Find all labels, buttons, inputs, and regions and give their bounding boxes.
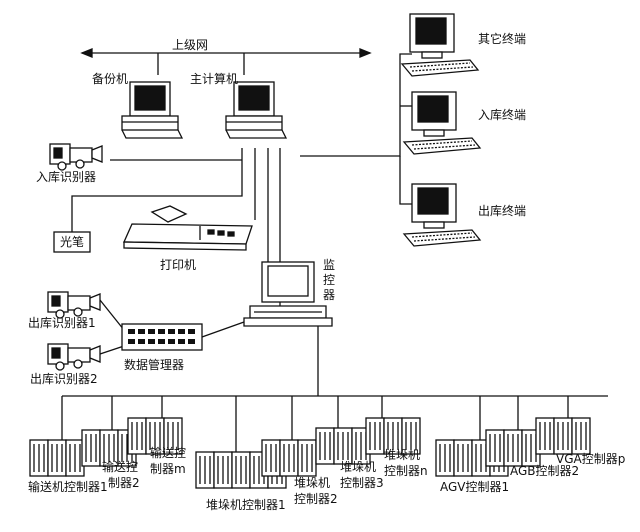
light-pen-label: 光笔 [60,235,85,249]
inbound-identifier [49,143,103,171]
monitor-label: 监控器 [322,258,335,302]
conveyor-controller-2-label-line2: 制器2 [108,476,140,490]
inbound-terminal [403,91,481,155]
printer [123,205,253,251]
stacker-controller-2 [261,439,317,477]
host-computer-label: 主计算机 [190,72,239,86]
outbound-terminal-label: 出库终端 [478,204,527,218]
agb-controller-2 [485,429,541,467]
conveyor-controller-m-label-line1: 输送控 [150,446,187,460]
stacker-controller-1-label: 堆垛机控制器1 [206,498,286,512]
outbound-identifier-2-label: 出库识别器2 [30,372,98,386]
light-pen-box [53,231,91,253]
data-manager [121,323,203,351]
upper-network-label: 上级网 [172,38,209,52]
other-terminal-label: 其它终端 [478,32,527,46]
stacker-controller-3 [315,427,371,465]
monitor-station [243,261,333,327]
arrow-right-icon [359,48,372,58]
backup-computer [121,81,183,139]
outbound-identifier-2 [47,343,101,371]
outbound-identifier-1 [47,291,101,319]
stacker-controller-3-label-line2: 控制器3 [340,476,384,490]
stacker-controller-3-label-line1: 堆垛机 [340,460,377,474]
arrow-left-icon [80,48,93,58]
conveyor-controller-1-label: 输送机控制器1 [28,480,108,494]
stacker-controller-n-label-line1: 堆垛机 [384,448,421,462]
conveyor-controller-2-label-line1: 输送控 [102,460,139,474]
backup-machine-label: 备份机 [92,72,129,86]
outbound-identifier-1-label: 出库识别器1 [28,316,96,330]
conveyor-controller-m-label-line2: 制器m [150,462,186,476]
stacker-controller-2-label-line1: 堆垛机 [294,476,331,490]
agb-controller-2-label: AGB控制器2 [510,464,580,478]
data-manager-label: 数据管理器 [124,358,185,372]
vga-controller-p [535,417,591,455]
other-terminal [401,13,479,77]
printer-label: 打印机 [160,258,197,272]
vga-controller-p-label: VGA控制器p [556,452,626,466]
agv-controller-1-label: AGV控制器1 [440,480,510,494]
outbound-terminal [403,183,481,247]
inbound-terminal-label: 入库终端 [478,108,527,122]
conveyor-controller-1 [29,439,85,477]
inbound-identifier-label: 入库识别器 [36,170,97,184]
stacker-controller-2-label-line2: 控制器2 [294,492,338,506]
host-computer [225,81,287,139]
stacker-controller-n-label-line2: 控制器n [384,464,428,478]
